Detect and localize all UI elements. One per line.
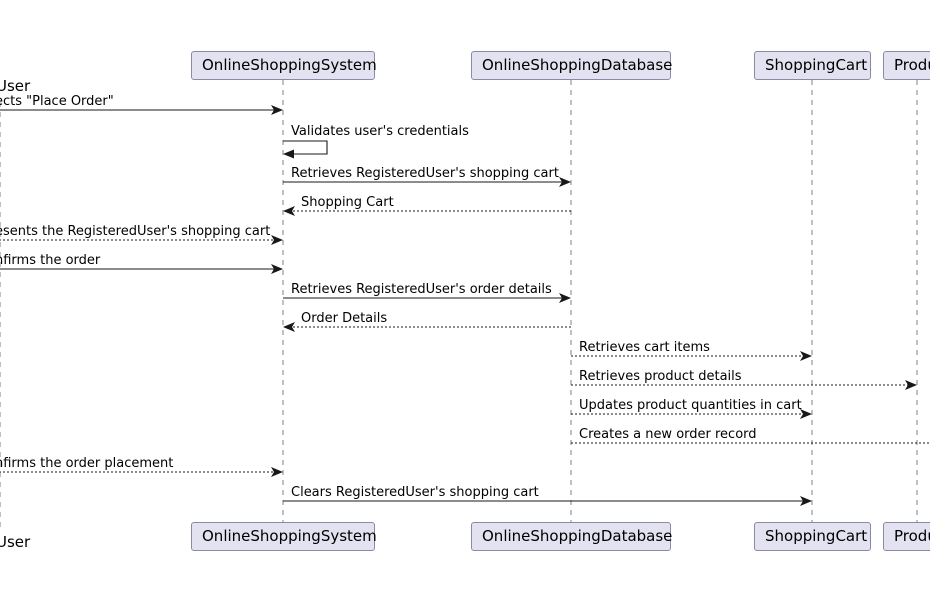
message-m8 bbox=[283, 322, 571, 332]
message-m3 bbox=[283, 177, 571, 187]
message-label-m7: Retrieves RegisteredUser's order details bbox=[291, 282, 552, 297]
message-label-m4: Shopping Cart bbox=[301, 195, 394, 210]
message-m7 bbox=[283, 293, 571, 303]
message-m11 bbox=[571, 409, 812, 419]
message-label-m5: esents the RegisteredUser's shopping car… bbox=[0, 224, 271, 239]
lifelines-group bbox=[0, 80, 918, 529]
arrowhead-right bbox=[800, 409, 812, 419]
arrowhead-right bbox=[800, 351, 812, 361]
arrowhead-right bbox=[271, 235, 283, 245]
message-m14 bbox=[283, 496, 812, 506]
message-label-m3: Retrieves RegisteredUser's shopping cart bbox=[291, 166, 559, 181]
message-m6 bbox=[0, 264, 283, 274]
message-label-m6: nfirms the order bbox=[0, 253, 101, 268]
message-m5 bbox=[0, 235, 283, 245]
message-label-m8: Order Details bbox=[301, 311, 388, 326]
message-label-m11: Updates product quantities in cart bbox=[579, 398, 802, 413]
arrowhead-right bbox=[271, 467, 283, 477]
arrowhead-right bbox=[559, 177, 571, 187]
participant-product[interactable]: Produc bbox=[883, 51, 930, 80]
actor-registered-user-label: User bbox=[0, 77, 31, 95]
arrowhead-right bbox=[271, 264, 283, 274]
arrowhead-right bbox=[905, 380, 917, 390]
arrowhead-left bbox=[283, 149, 294, 159]
arrowhead-left bbox=[283, 206, 295, 216]
participant-shopping-cart[interactable]: ShoppingCart bbox=[754, 51, 871, 80]
message-label-m13: nfirms the order placement bbox=[0, 456, 174, 471]
message-m13 bbox=[0, 467, 283, 477]
message-m1 bbox=[0, 105, 283, 115]
participant-online-shopping-system[interactable]: OnlineShoppingSystem bbox=[191, 51, 377, 80]
message-m2 bbox=[283, 140, 328, 159]
participant-shopping-cart[interactable]: ShoppingCart bbox=[754, 522, 871, 551]
arrowhead-left bbox=[283, 322, 295, 332]
message-label-m10: Retrieves product details bbox=[579, 369, 742, 384]
self-message-loop bbox=[283, 140, 328, 155]
messages-group bbox=[0, 105, 930, 506]
participant-online-shopping-system[interactable]: OnlineShoppingSystem bbox=[191, 522, 377, 551]
participant-online-shopping-database[interactable]: OnlineShoppingDatabase bbox=[471, 51, 672, 80]
arrowhead-right bbox=[800, 496, 812, 506]
message-label-m1: ects "Place Order" bbox=[0, 94, 114, 109]
arrowhead-right bbox=[559, 293, 571, 303]
message-m9 bbox=[571, 351, 812, 361]
message-label-m9: Retrieves cart items bbox=[579, 340, 710, 355]
message-m10 bbox=[571, 380, 917, 390]
actor-registered-user-label: User bbox=[0, 533, 31, 551]
message-label-m12: Creates a new order record bbox=[579, 427, 757, 442]
arrowhead-right bbox=[271, 105, 283, 115]
message-label-m14: Clears RegisteredUser's shopping cart bbox=[291, 485, 539, 500]
participant-product[interactable]: Produc bbox=[883, 522, 930, 551]
message-label-m2: Validates user's credentials bbox=[291, 124, 469, 139]
message-m4 bbox=[283, 206, 571, 216]
participant-online-shopping-database[interactable]: OnlineShoppingDatabase bbox=[471, 522, 672, 551]
